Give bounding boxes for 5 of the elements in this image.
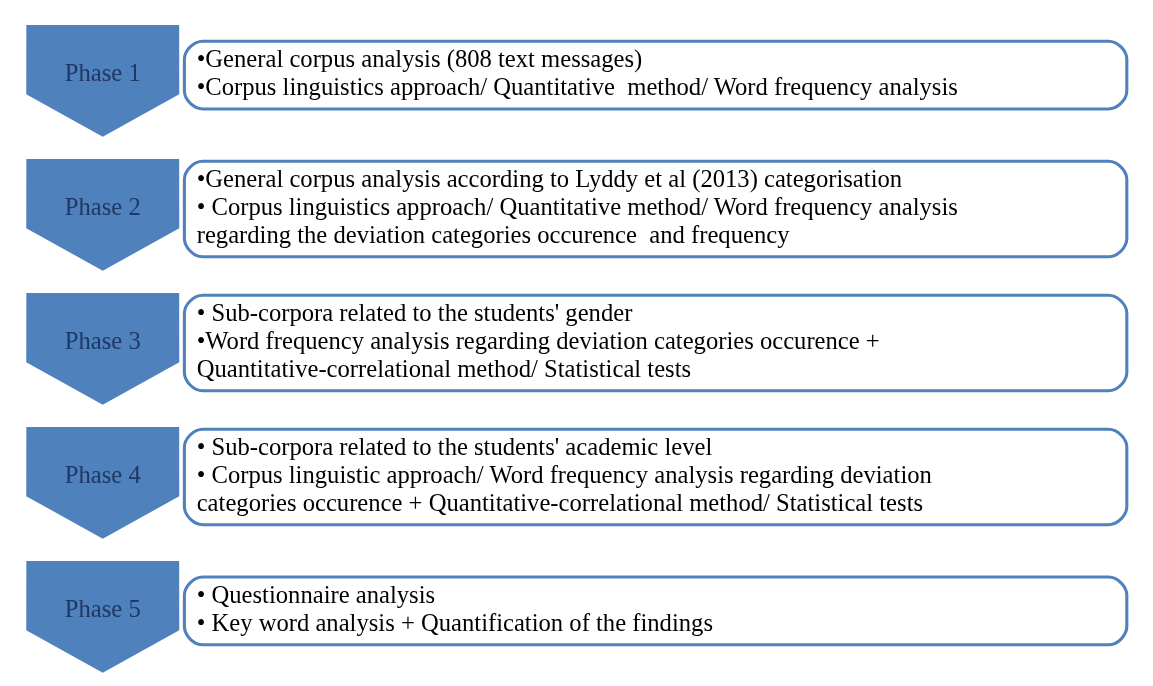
- node-box: •General corpus analysis (808 text messages) •Corpus linguistics approach/ Quantitative method/ Word frequency analysis: [182, 39, 1128, 111]
- node-box: • Sub-corpora related to the students' gender •Word frequency analysis regarding deviation categories occurence + Quantitative-correlational method/ Statistical tests: [182, 293, 1128, 393]
- node-box: • Questionnaire analysis • Key word analysis + Quantification of the findings: [182, 575, 1128, 647]
- node-box: • Sub-corpora related to the students' academic level • Corpus linguistic approach/ Word frequency analysis regarding deviation categories occurence + Quantitative-correlational method/ Statistical tests: [182, 427, 1128, 527]
- node-box: •General corpus analysis according to Lyddy et al (2013) categorisation • Corpus linguistics approach/ Quantitative method/ Word frequency analysis regarding the deviation categories occurence and frequency: [182, 159, 1128, 259]
